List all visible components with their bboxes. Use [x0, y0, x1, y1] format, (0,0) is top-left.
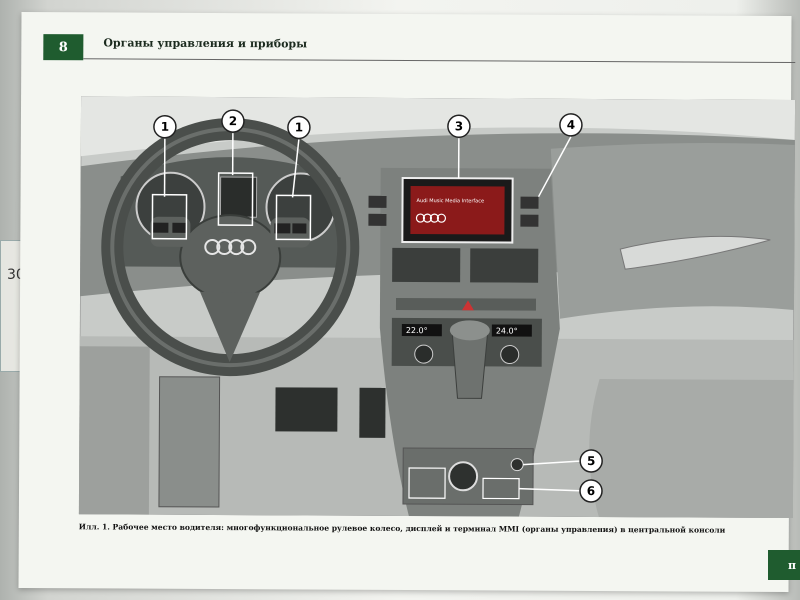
- callout-1-left: 1: [153, 114, 177, 139]
- page-number: 8: [58, 39, 68, 55]
- callout-label: 2: [229, 114, 237, 128]
- callout-6: 6: [579, 479, 603, 503]
- callout-4: 4: [559, 113, 583, 137]
- callout-2: 2: [221, 109, 245, 133]
- display-text: Audi Music Media Interface: [417, 198, 485, 204]
- callout-5: 5: [579, 449, 603, 473]
- side-section-tab: п: [768, 550, 800, 580]
- cockpit-illustration: Audi Music Media Interface 22.0° 24.0°: [78, 96, 796, 519]
- callout-3: 3: [447, 114, 471, 139]
- climate-right-temp: 24.0°: [496, 326, 518, 335]
- chapter-title: Органы управления и приборы: [103, 36, 308, 51]
- page-number-tab: 8: [43, 34, 84, 61]
- callout-label: 3: [455, 119, 463, 133]
- callout-1-right: 1: [287, 115, 311, 140]
- callout-label: 1: [161, 120, 169, 134]
- callout-label: 4: [567, 118, 575, 132]
- callout-label: 1: [295, 120, 303, 134]
- pedals: [158, 376, 386, 508]
- side-tab-label: п: [787, 558, 796, 572]
- callouts: [163, 133, 584, 492]
- callout-label: 6: [587, 484, 595, 498]
- callout-label: 5: [587, 454, 595, 468]
- header-divider: [83, 58, 796, 64]
- figure-caption: Илл. 1. Рабочее место водителя: многофун…: [78, 522, 726, 535]
- center-console: Audi Music Media Interface 22.0° 24.0°: [368, 167, 560, 517]
- climate-left-temp: 22.0°: [406, 326, 428, 335]
- manual-page: 8 Органы управления и приборы: [18, 11, 796, 593]
